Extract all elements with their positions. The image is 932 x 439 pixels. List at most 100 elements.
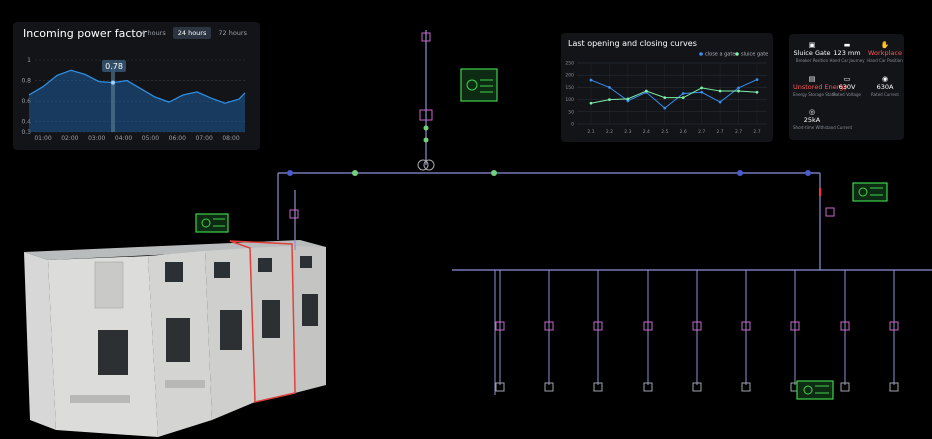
breaker-info-label: Short-time Withstand Current <box>793 125 853 130</box>
terminal-card-icon[interactable] <box>852 182 888 202</box>
oc-xtick: 2.6 <box>680 129 687 135</box>
pf-xtick: 04:00 <box>115 135 132 142</box>
power-factor-panel: Incoming power factor 4 hours 24 hours 7… <box>13 22 260 150</box>
legend-label: sluice gate <box>741 52 768 58</box>
energy-icon: ▤ <box>808 75 816 83</box>
oc-point <box>718 100 722 104</box>
oc-point <box>755 78 759 81</box>
pf-ytick: 0.6 <box>21 98 31 105</box>
switchgear-cabinets <box>24 240 326 437</box>
oc-point <box>626 97 630 101</box>
breaker-info-label: Breaker Position <box>795 58 829 63</box>
pf-tooltip-value: 0.78 <box>105 62 123 71</box>
tab-72-hours[interactable]: 72 hours <box>218 29 247 37</box>
journey-icon: ▬ <box>843 41 851 49</box>
oc-point <box>681 96 685 100</box>
pf-tooltip <box>102 60 126 72</box>
time-range-tabs: 4 hours 24 hours 72 hours <box>136 27 252 39</box>
curves-title: Last opening and closing curves <box>568 39 697 48</box>
breaker-info-label: Rated Current <box>870 92 899 97</box>
terminal-card-icon[interactable] <box>460 68 498 102</box>
power-factor-chart: 1 0.8 0.6 0.4 0.301:00 02:00 03:00 04:00 05:00 06… <box>21 57 246 142</box>
breaker-info-label: Hand Car Position <box>867 58 903 63</box>
breaker-info-label: Hand Car Journey <box>829 58 865 63</box>
oc-series-line-1 <box>590 79 758 109</box>
oc-point <box>589 101 593 105</box>
pf-xtick: 06:00 <box>169 135 186 142</box>
oc-ytick: 250 <box>565 61 574 67</box>
legend-label: close a gate <box>705 52 735 58</box>
oc-xtick: 2.7 <box>698 129 705 135</box>
workplace-icon: ✋ <box>880 41 890 49</box>
oc-ytick: 200 <box>565 73 574 79</box>
oc-xtick: 2.7 <box>753 129 760 135</box>
pf-xtick: 02:00 <box>61 135 78 142</box>
pf-xtick: 01:00 <box>34 135 51 142</box>
oc-xtick: 2.7 <box>717 129 724 135</box>
oc-series-line-2 <box>590 87 758 104</box>
power-factor-title: Incoming power factor <box>23 27 147 40</box>
withstand-icon: ◎ <box>808 108 816 116</box>
pf-xtick: 07:00 <box>195 135 212 142</box>
breaker-info-value: 630V <box>838 83 856 91</box>
oc-point <box>589 78 593 82</box>
oc-point <box>700 86 704 90</box>
breaker-info-value: Sluice Gate <box>793 49 831 57</box>
legend-swatch <box>735 52 739 56</box>
oc-point <box>700 90 704 94</box>
oc-point <box>608 86 611 89</box>
pf-line <box>28 69 246 104</box>
tab-4-hours[interactable]: 4 hours <box>141 29 166 37</box>
pf-xtick: 03:00 <box>88 135 105 142</box>
oc-point <box>737 89 740 93</box>
pf-area <box>29 70 245 132</box>
oc-xtick: 2.1 <box>587 129 594 135</box>
oc-ytick: 150 <box>565 85 574 91</box>
sluice-gate-icon: ▣ <box>808 41 816 49</box>
oc-point <box>644 89 648 93</box>
pf-xtick: 05:00 <box>142 135 159 142</box>
breaker-info-value: Unstored Energy <box>793 83 848 91</box>
oc-xtick: 2.2 <box>606 129 613 135</box>
breaker-info-value: 123 mm <box>833 49 861 57</box>
oc-xtick: 2.7 <box>735 129 742 135</box>
pf-ytick: 0.3 <box>21 129 31 136</box>
oc-point <box>755 90 759 94</box>
voltage-icon: ▭ <box>843 75 851 83</box>
terminal-card-icon[interactable] <box>796 380 834 400</box>
oc-point <box>663 106 667 110</box>
pf-ytick: 0.4 <box>21 119 31 126</box>
breaker-info-value: 25kA <box>803 116 821 124</box>
tab-24-hours[interactable]: 24 hours <box>172 27 212 39</box>
main-busbar <box>277 30 932 271</box>
legend-swatch <box>699 52 703 56</box>
oc-point <box>737 86 740 90</box>
breaker-info-value: 630A <box>876 83 894 91</box>
oc-point <box>608 98 611 101</box>
breaker-info-label: Rated Voltage <box>833 92 861 97</box>
oc-xtick: 2.5 <box>661 129 668 135</box>
pf-ytick: 0.8 <box>21 78 31 85</box>
oc-ytick: 100 <box>565 97 574 103</box>
oc-point <box>718 89 722 93</box>
terminal-card-icon[interactable] <box>195 213 229 233</box>
breaker-info-label: Energy Storage State <box>793 92 836 97</box>
pf-cursor <box>111 66 115 132</box>
current-icon: ◉ <box>881 75 889 83</box>
oc-xtick: 2.4 <box>643 129 650 135</box>
oc-ytick: 50 <box>568 109 574 115</box>
oc-point <box>681 92 685 95</box>
oc-point <box>663 96 667 100</box>
pf-ytick: 1 <box>27 57 31 64</box>
breaker-info-value: Workplace <box>868 49 902 57</box>
